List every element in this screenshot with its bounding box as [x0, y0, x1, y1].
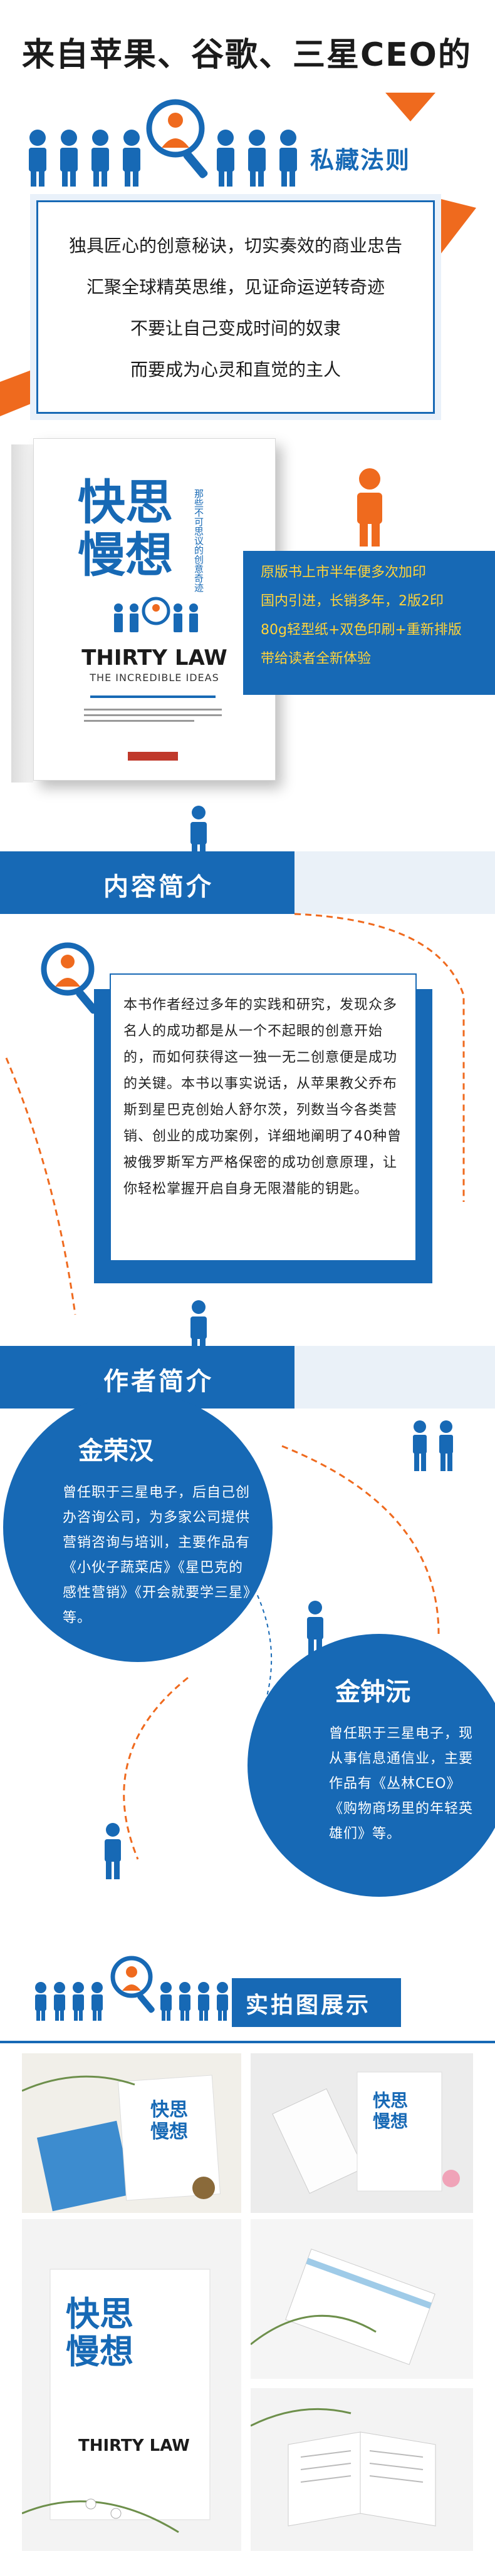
- person-icon: [357, 468, 382, 547]
- author-card: 金荣汉 曾任职于三星电子，后自己创办咨询公司，为多家公司提供营销咨询与培训，主要…: [3, 1393, 273, 1662]
- product-photo: [251, 2219, 473, 2379]
- publisher-logo: [128, 752, 178, 761]
- product-photo: 快思 慢想 THIRTY LAW: [22, 2219, 241, 2551]
- author-bio: 曾任职于三星电子，现从事信息通信业，主要作品有《丛林CEO》《购物商场里的年轻英…: [329, 1726, 474, 1842]
- book-spine: [11, 444, 33, 783]
- author-bio: 曾任职于三星电子，后自己创办咨询公司，为多家公司提供营销咨询与培训，主要作品有《…: [63, 1485, 251, 1626]
- book-fine-print: [84, 705, 222, 736]
- book-people-icon: [114, 597, 198, 632]
- book-english-subtitle: THE INCREDIBLE IDEAS: [90, 672, 219, 684]
- section-title: 内容简介: [103, 873, 214, 901]
- section-header-photos: 实拍图展示: [232, 1978, 401, 2027]
- book-english-title: THIRTY LAW: [81, 645, 227, 670]
- person-icon: [217, 130, 234, 187]
- product-photo: 快思 慢想: [22, 2053, 241, 2213]
- page-title: 来自苹果、谷歌、三星CEO的: [22, 36, 472, 74]
- section-title: 实拍图展示: [246, 1993, 372, 2018]
- highlight-line: 原版书上市半年便多次加印: [261, 565, 427, 580]
- svg-text:快思: 快思: [373, 2090, 408, 2111]
- author-name: 金荣汉: [78, 1436, 154, 1465]
- product-photo: [251, 2388, 473, 2551]
- person-icon: [123, 130, 140, 187]
- product-photo: 快思 慢想: [251, 2053, 473, 2213]
- section-header-authors: 作者简介: [0, 1346, 294, 1409]
- person-icon: [413, 1420, 453, 1471]
- magnifier-icon: [41, 942, 98, 1014]
- section-title: 作者简介: [103, 1367, 214, 1396]
- dashed-decoration: [5, 913, 465, 1315]
- person-icon: [279, 130, 297, 187]
- person-icon: [29, 130, 46, 187]
- svg-text:慢想: 慢想: [373, 2111, 408, 2132]
- tagline-box: 独具匠心的创意秘诀，切实奏效的商业忠告 汇聚全球精英思维，见证命运逆转奇迹 不要…: [36, 200, 435, 414]
- book-side-caption: 那些不可思议的创意奇迹: [193, 489, 204, 592]
- divider: [0, 2041, 495, 2043]
- tagline-line: 而要成为心灵和直觉的主人: [130, 359, 341, 380]
- svg-text:快思: 快思: [150, 2099, 188, 2121]
- person-icon: [105, 1823, 121, 1879]
- tagline-line: 不要让自己变成时间的奴隶: [130, 318, 341, 339]
- highlight-line: 80g轻型纸+双色印刷+重新排版: [261, 622, 462, 638]
- magnifier-icon: [110, 1956, 155, 2013]
- content-text: 本书作者经过多年的实践和研究，发现众多名人的成功都是从一个不起眼的创意开始的，而…: [110, 973, 417, 1261]
- svg-text:THIRTY LAW: THIRTY LAW: [78, 2436, 190, 2455]
- magnifier-icon: [146, 99, 208, 178]
- svg-text:慢想: 慢想: [150, 2121, 188, 2143]
- person-icon: [60, 130, 78, 187]
- people-row-illustration: [29, 99, 297, 187]
- section-header-content: 内容简介: [0, 851, 294, 914]
- book-front: 快思 慢想 那些不可思议的创意奇迹 THIRTY LAW THE INCREDI…: [33, 438, 276, 781]
- book-title-line: 慢想: [78, 527, 173, 583]
- author-card: 金钟沅 曾任职于三星电子，现从事信息通信业，主要作品有《丛林CEO》《购物商场里…: [248, 1634, 495, 1897]
- svg-text:慢想: 慢想: [66, 2332, 133, 2371]
- down-arrow-icon: [385, 93, 435, 121]
- book-cover-image: 快思 慢想 那些不可思议的创意奇迹 THIRTY LAW THE INCREDI…: [11, 438, 276, 789]
- tagline-line: 汇聚全球精英思维，见证命运逆转奇迹: [86, 277, 385, 297]
- person-icon: [248, 130, 266, 187]
- book-divider: [90, 695, 216, 698]
- book-title-line: 快思: [78, 475, 173, 530]
- people-row-illustration: [35, 1956, 228, 2021]
- highlights-panel: 原版书上市半年便多次加印 国内引进，长销多年，2版2印 80g轻型纸+双色印刷+…: [243, 551, 495, 695]
- page-subtitle: 私藏法则: [310, 146, 411, 174]
- svg-text:快思: 快思: [66, 2294, 133, 2334]
- tagline-line: 独具匠心的创意秘诀，切实奏效的商业忠告: [68, 235, 402, 256]
- highlight-line: 带给读者全新体验: [261, 651, 372, 667]
- author-name: 金钟沅: [335, 1677, 410, 1706]
- highlight-line: 国内引进，长销多年，2版2印: [261, 593, 444, 609]
- person-icon: [91, 130, 109, 187]
